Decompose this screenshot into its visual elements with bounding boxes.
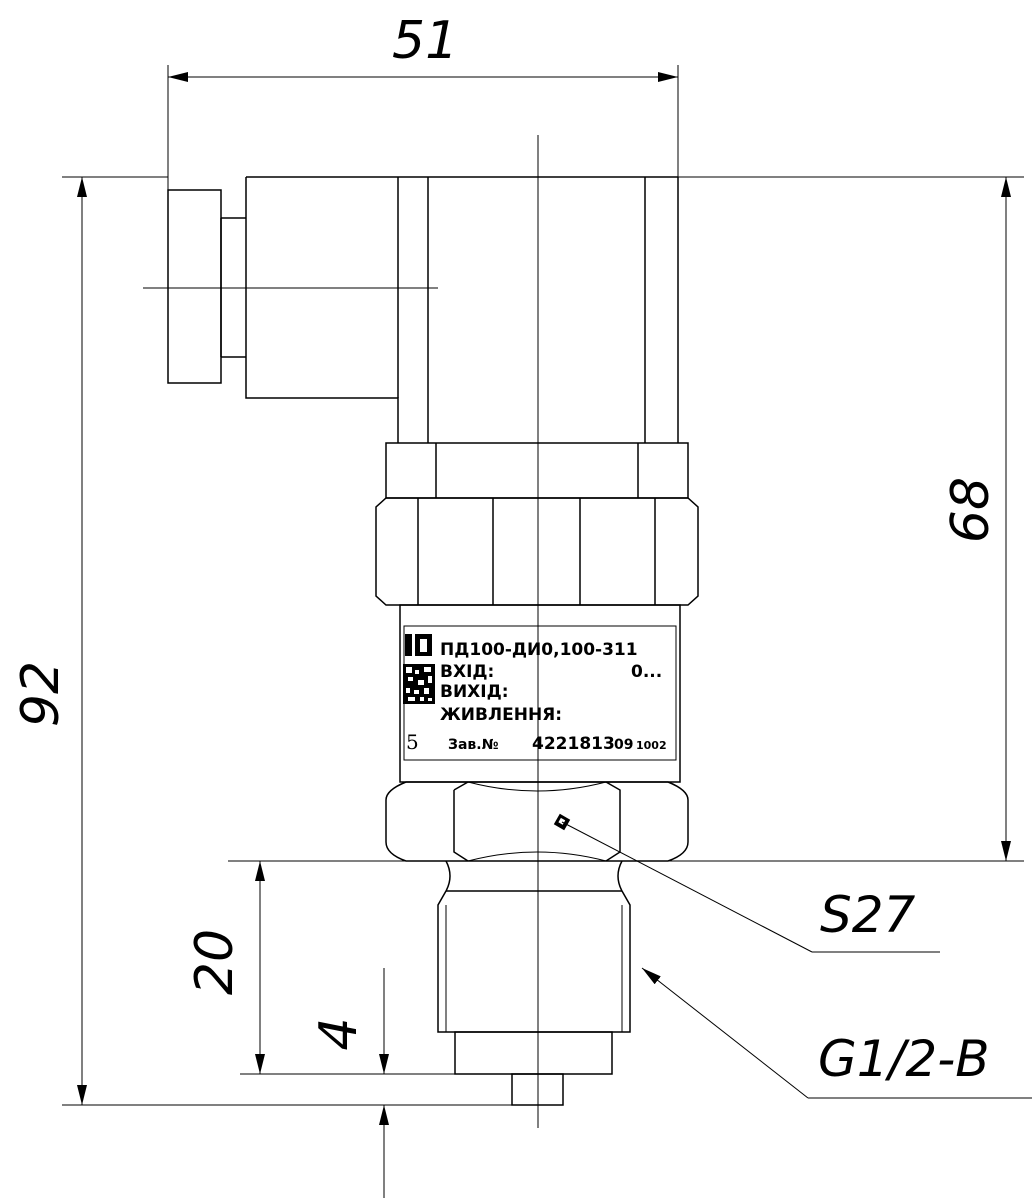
plate-input-value: 0...	[631, 662, 662, 682]
plate-power-label: ЖИВЛЕННЯ:	[440, 705, 562, 725]
dimension-68-label: 68	[941, 477, 1001, 543]
callout-s27-label: S27	[820, 886, 916, 944]
plate-serial-value: 4221813	[532, 734, 615, 754]
dimension-width: 51	[167, 11, 679, 190]
plate-serial-label: Зав.№	[448, 737, 499, 753]
dimension-4-label: 4	[309, 1017, 369, 1050]
dimension-20-label: 20	[185, 929, 245, 995]
upper-collar	[385, 442, 689, 499]
callout-thread-label: G1/2-B	[818, 1030, 990, 1088]
callout-thread: G1/2-B	[641, 967, 1032, 1099]
callout-wrench-size: S27	[561, 821, 940, 953]
dimension-92-label: 92	[11, 661, 71, 727]
lower-hex-nut	[385, 781, 689, 862]
dimension-tip-length: 4	[309, 968, 389, 1198]
dimension-total-height: 92	[11, 176, 512, 1106]
dimension-body-height: 68	[228, 176, 1024, 862]
nameplate: ПД100-ДИ0,100-311 ВХІД: 0... ВИХІД: ЖИВЛ…	[403, 634, 667, 754]
dimension-thread-length: 20	[185, 861, 455, 1075]
plate-serial-suffix2: 1002	[636, 739, 667, 752]
connector	[143, 176, 679, 443]
plate-side-number: 5	[406, 730, 419, 754]
plate-input-label: ВХІД:	[440, 662, 494, 682]
dimension-51-label: 51	[392, 11, 458, 71]
upper-hex-nut	[375, 497, 699, 606]
thread-fitting	[437, 860, 631, 1106]
plate-serial-suffix: 09	[614, 737, 633, 753]
plate-model: ПД100-ДИ0,100-311	[440, 640, 638, 660]
qr-code-icon	[403, 664, 435, 704]
logo-icon	[405, 634, 432, 656]
plate-output-label: ВИХІД:	[440, 682, 509, 702]
